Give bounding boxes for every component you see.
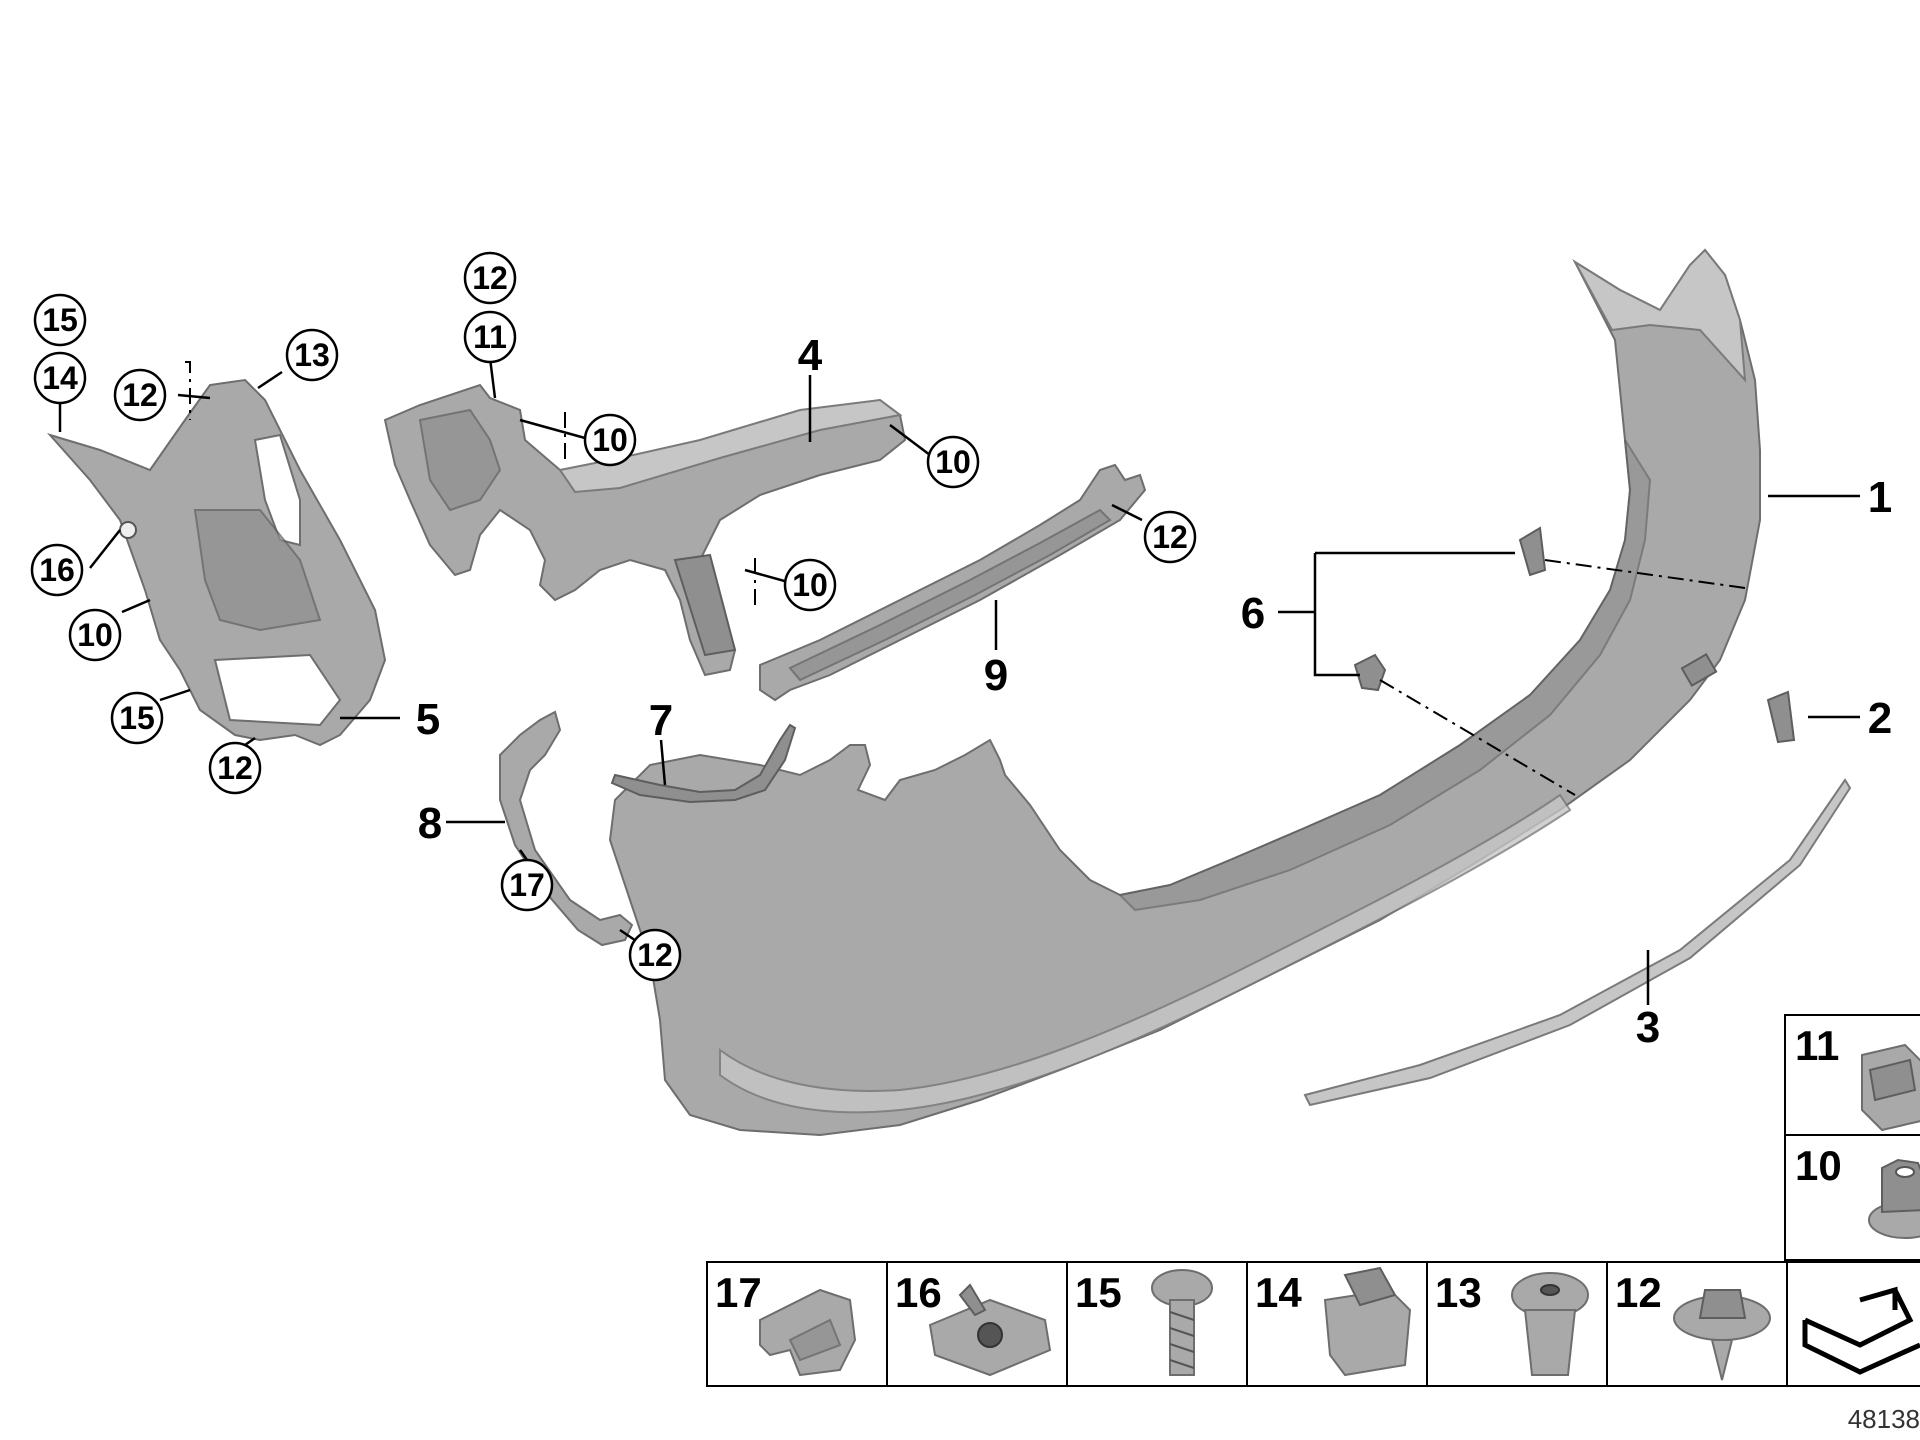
callout-14: 14 [33, 351, 87, 405]
callout-15-top: 15 [33, 293, 87, 347]
legend-cell-16: 16 [886, 1261, 1068, 1387]
legend-cell-arrow [1786, 1261, 1920, 1387]
svg-text:15: 15 [1075, 1269, 1122, 1316]
callout-12-top: 12 [463, 251, 517, 305]
svg-text:10: 10 [77, 617, 113, 653]
torx-bolt-icon [1151, 1269, 1213, 1376]
legend-cell-11: 11 [1784, 1014, 1920, 1136]
bumper-bracket-bar[interactable] [759, 463, 1147, 702]
svg-text:12: 12 [1615, 1269, 1662, 1316]
diagram-reference-number: 48138 [1848, 1404, 1920, 1434]
clip-nut-icon [1323, 1266, 1412, 1377]
svg-text:10: 10 [1795, 1142, 1842, 1189]
svg-text:13: 13 [294, 337, 330, 373]
callout-10-center-bottom: 10 [783, 558, 837, 612]
part-label-9: 9 [984, 651, 1008, 700]
part-label-7: 7 [649, 696, 673, 745]
leader-lines [58, 357, 1860, 1005]
callout-16: 16 [30, 543, 84, 597]
svg-text:14: 14 [1255, 1269, 1302, 1316]
svg-text:10: 10 [935, 444, 971, 480]
side-bracket[interactable] [46, 378, 387, 747]
callout-10-center-top: 10 [583, 413, 637, 467]
svg-text:15: 15 [119, 700, 155, 736]
expanding-rivet-icon [1511, 1272, 1589, 1376]
part-label-3: 3 [1636, 1003, 1660, 1052]
alignment-lines [185, 361, 1746, 796]
svg-text:16: 16 [39, 552, 75, 588]
orientation-arrow-icon [1802, 1286, 1920, 1375]
part-label-4: 4 [798, 331, 823, 380]
svg-text:12: 12 [217, 750, 253, 786]
svg-text:17: 17 [509, 867, 545, 903]
callout-15-bottom: 15 [110, 691, 164, 745]
svg-text:15: 15 [42, 302, 78, 338]
circled-callouts: 15 14 12 13 16 10 15 12 [30, 251, 1197, 982]
legend-cell-15: 15 [1066, 1261, 1248, 1387]
part-label-6: 6 [1241, 589, 1265, 638]
svg-text:16: 16 [895, 1269, 942, 1316]
svg-text:13: 13 [1435, 1269, 1482, 1316]
bumper-panel[interactable] [608, 248, 1761, 1137]
guide-bracket[interactable] [499, 710, 634, 947]
part-label-2: 2 [1868, 694, 1892, 743]
legend-cell-14: 14 [1246, 1261, 1428, 1387]
impact-sensor-mounts[interactable] [1353, 526, 1547, 692]
legend-cell-17: 17 [706, 1261, 888, 1387]
upper-trim-strip[interactable] [610, 723, 797, 804]
spring-nut-icon [928, 1283, 1052, 1377]
flange-screw-icon [1673, 1289, 1771, 1381]
svg-text:11: 11 [473, 319, 507, 355]
lower-trim-strip[interactable] [1303, 778, 1852, 1107]
callout-17: 17 [500, 858, 554, 912]
callout-10-left: 10 [68, 608, 122, 662]
svg-text:12: 12 [637, 937, 673, 973]
part-label-1: 1 [1868, 473, 1892, 522]
svg-text:12: 12 [122, 377, 158, 413]
part-number-labels: 1 2 3 4 5 6 7 8 9 [416, 331, 1892, 1052]
callout-12-guide: 12 [628, 928, 682, 982]
legend-cell-13: 13 [1426, 1261, 1608, 1387]
svg-text:12: 12 [1152, 519, 1188, 555]
svg-text:10: 10 [592, 422, 628, 458]
callout-12-lower-left: 12 [208, 741, 262, 795]
callout-10-right-bracket: 10 [926, 435, 980, 489]
part-label-8: 8 [418, 799, 442, 848]
legend-cell-10: 10 [1784, 1134, 1920, 1261]
cage-nut-icon [1861, 1043, 1920, 1132]
center-bracket[interactable] [383, 383, 907, 677]
callout-13: 13 [285, 328, 339, 382]
svg-text:14: 14 [42, 360, 78, 396]
tow-hook-cover[interactable] [1766, 690, 1796, 744]
callout-12-left: 12 [113, 368, 167, 422]
svg-text:10: 10 [792, 567, 828, 603]
svg-text:17: 17 [715, 1269, 762, 1316]
hex-collar-nut-icon [1868, 1158, 1920, 1239]
callout-11: 11 [463, 310, 517, 364]
part-label-5: 5 [416, 695, 440, 744]
fastener-legend: 11 10 17 16 [706, 1014, 1920, 1387]
clip-icon [759, 1288, 857, 1377]
legend-cell-12: 12 [1606, 1261, 1788, 1387]
callout-12-bar: 12 [1143, 510, 1197, 564]
svg-text:11: 11 [1795, 1022, 1839, 1069]
svg-text:12: 12 [472, 260, 508, 296]
